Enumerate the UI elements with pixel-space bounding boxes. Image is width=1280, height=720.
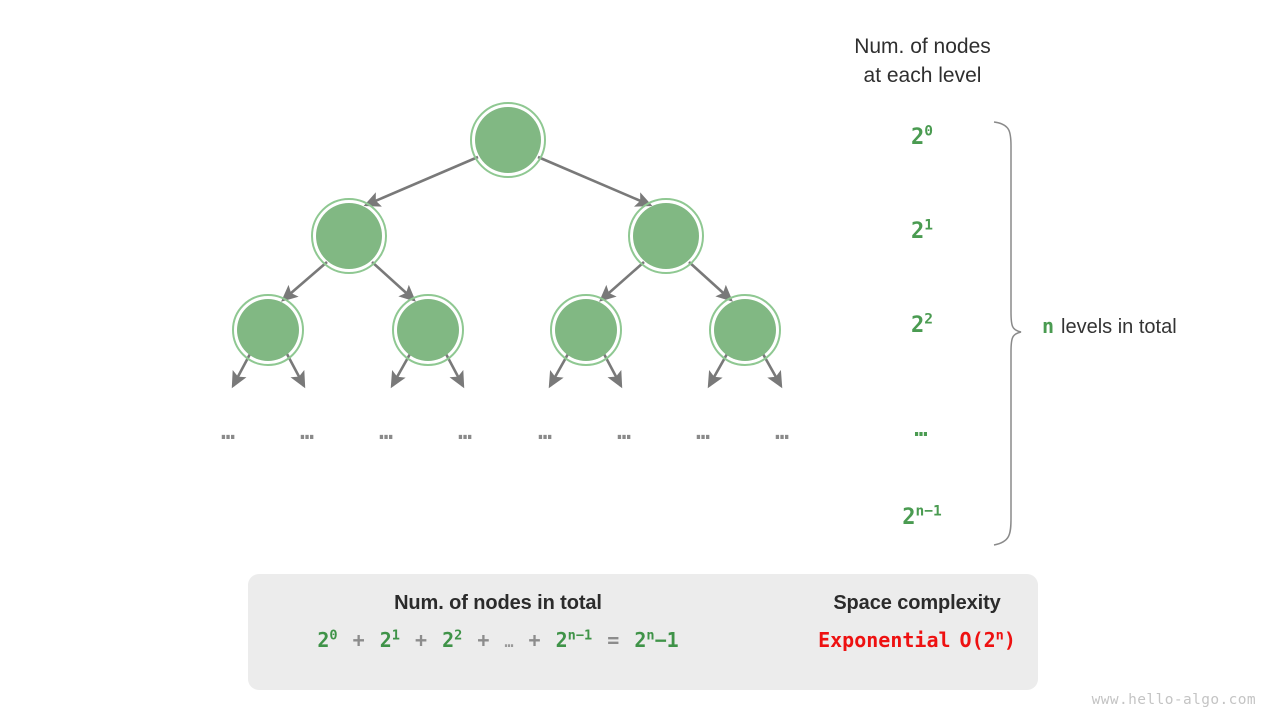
tree-node xyxy=(232,294,304,366)
right-curly-brace xyxy=(993,121,1022,546)
complexity-notation-exp: n xyxy=(995,627,1004,644)
tree-ellipsis-3: … xyxy=(458,419,474,445)
complexity-label: Exponential xyxy=(818,628,951,652)
levels-variable: n xyxy=(1042,314,1055,338)
level-count-base: 2 xyxy=(911,125,925,150)
formula-operator: + xyxy=(414,628,428,652)
space-complexity-value: Exponential O(2n) xyxy=(796,628,1038,652)
tree-ellipsis-1: … xyxy=(300,419,316,445)
level-count-3: … xyxy=(862,417,982,442)
summary-right-block: Space complexity Exponential O(2n) xyxy=(796,592,1038,652)
edge-l1-0-l2-0 xyxy=(281,261,328,302)
tree-node xyxy=(470,102,546,178)
watermark: www.hello-algo.com xyxy=(1091,692,1256,708)
edge-l2-1-a xyxy=(390,353,412,389)
formula-exponent: 0 xyxy=(329,627,338,644)
complexity-notation-tail: ) xyxy=(1003,628,1016,652)
formula-term: 20 xyxy=(317,627,338,652)
tree-node-fill xyxy=(555,299,617,361)
level-count-4: 2n−1 xyxy=(862,503,982,530)
edge-l2-2-a xyxy=(548,353,570,389)
level-count-base: 2 xyxy=(911,219,925,244)
edge-l2-3-a xyxy=(707,353,729,389)
formula-term: 21 xyxy=(379,627,400,652)
tree-ellipsis-4: … xyxy=(538,419,554,445)
formula-exponent: n−1 xyxy=(567,627,593,644)
total-nodes-heading: Num. of nodes in total xyxy=(394,592,602,614)
total-nodes-formula: 20 + 21 + 22 + … + 2n−1 = 2n−1 xyxy=(248,628,748,652)
level-count-exponent: 1 xyxy=(924,217,933,234)
tree-node xyxy=(709,294,781,366)
level-count-exponent: 2 xyxy=(924,311,933,328)
formula-exponent: 2 xyxy=(454,627,463,644)
tree-ellipsis-6: … xyxy=(696,419,712,445)
formula-ellipsis: … xyxy=(504,633,514,651)
formula-term: 2n−1 xyxy=(555,627,593,652)
tree-ellipsis-2: … xyxy=(379,419,395,445)
level-count-exponent: n−1 xyxy=(915,503,942,520)
formula-exponent: n xyxy=(646,627,655,644)
edge-l2-0-b xyxy=(285,353,306,389)
formula-operator: + xyxy=(528,628,541,652)
tree-edges xyxy=(231,155,783,389)
level-count-base: 2 xyxy=(902,505,916,530)
tree-node-ring xyxy=(628,198,704,274)
tree-node-fill xyxy=(633,203,699,269)
space-complexity-heading: Space complexity xyxy=(833,592,1001,614)
formula-term: 22 xyxy=(442,627,463,652)
level-count-0: 20 xyxy=(862,123,982,150)
tree-node-ring xyxy=(709,294,781,366)
tree-node-fill xyxy=(714,299,776,361)
level-count-base: 2 xyxy=(911,313,925,338)
tree-nodes xyxy=(232,102,781,366)
edge-l1-1-l2-2 xyxy=(599,261,645,302)
tree-node-ring xyxy=(232,294,304,366)
edge-l1-0-l2-1 xyxy=(371,261,416,302)
right-column-title: Num. of nodes at each level xyxy=(854,35,991,87)
tree-ellipsis-7: … xyxy=(775,419,791,445)
level-count-1: 21 xyxy=(862,217,982,244)
summary-panel: Num. of nodes in total 20 + 21 + 22 + … … xyxy=(248,574,1038,690)
tree-node xyxy=(550,294,622,366)
tree-node-fill xyxy=(237,299,299,361)
tree-ellipsis-5: … xyxy=(617,419,633,445)
level-count-2: 22 xyxy=(862,311,982,338)
summary-left-block: Num. of nodes in total 20 + 21 + 22 + … … xyxy=(248,592,748,652)
edge-l2-3-b xyxy=(761,353,783,389)
tree-node xyxy=(311,198,387,274)
tree-node-ring xyxy=(550,294,622,366)
tree-node xyxy=(392,294,464,366)
formula-operator: + xyxy=(477,628,490,652)
tree-node xyxy=(628,198,704,274)
tree-ellipsis-0: … xyxy=(221,419,237,445)
tree-node-fill xyxy=(316,203,382,269)
formula-operator: + xyxy=(352,628,365,652)
level-count-exponent: 0 xyxy=(924,123,933,140)
edge-root-l1-1 xyxy=(537,155,653,207)
complexity-notation-base: O(2 xyxy=(959,628,996,652)
formula-term: 2n−1 xyxy=(634,627,679,652)
edge-root-l1-0 xyxy=(363,155,479,207)
formula-operator: = xyxy=(607,628,620,652)
tree-node-ring xyxy=(392,294,464,366)
tree-node-fill xyxy=(475,107,541,173)
levels-in-total-label: n levels in total xyxy=(1042,314,1177,339)
tree-node-ring xyxy=(311,198,387,274)
tree-node-fill xyxy=(397,299,459,361)
levels-in-total-text: levels in total xyxy=(1061,316,1177,338)
formula-term-tail: −1 xyxy=(654,628,679,652)
edge-l1-1-l2-3 xyxy=(688,261,733,302)
formula-exponent: 1 xyxy=(391,627,400,644)
level-count-base: … xyxy=(914,417,930,442)
tree-node-ring xyxy=(470,102,546,178)
